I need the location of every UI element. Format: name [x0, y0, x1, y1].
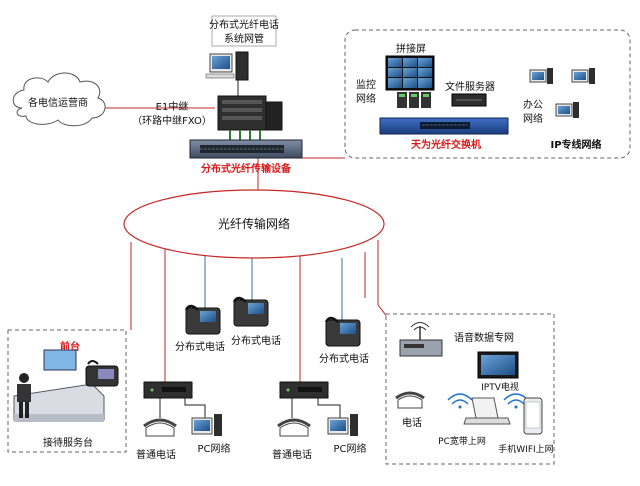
- terminal-group-1: 普通电话 PC网络: [136, 381, 231, 461]
- nms-title-box: [211, 15, 277, 47]
- office-pc-icon-2: [571, 68, 595, 84]
- pc-network-label-2: PC网络: [333, 442, 366, 455]
- reception-desk-icon: [13, 349, 105, 422]
- iptv-label: IPTV电视: [481, 381, 519, 393]
- terminal-box-icon: [279, 381, 329, 399]
- dist-phone-1-label: 分布式电话: [175, 340, 225, 353]
- dist-phone-2-label: 分布式电话: [231, 334, 281, 347]
- tv-icon: [477, 351, 519, 379]
- ordinary-phone-label-2: 普通电话: [272, 448, 312, 461]
- voice-data-title: 语音数据专网: [454, 331, 514, 344]
- fiber-switch-icon: [379, 117, 509, 135]
- pc-icon: [191, 414, 222, 436]
- reception-label: 接待服务台: [43, 436, 93, 449]
- ip-network-block: 拼接屏 监控 网络 文件服务器: [344, 29, 631, 159]
- pc-network-label-1: PC网络: [197, 442, 230, 455]
- smartphone-icon: [523, 397, 543, 435]
- video-wall-icon: [385, 55, 435, 91]
- analog-phone-icon: [143, 418, 177, 437]
- file-server-icon: [451, 93, 487, 107]
- nms-pc-icon: [205, 51, 249, 81]
- ip-phone-icon: [324, 316, 361, 347]
- video-wall-label: 拼接屏: [396, 42, 426, 55]
- pc-broadband-label: PC宽带上网: [438, 435, 486, 447]
- phone-label: 电话: [402, 416, 422, 429]
- ip-phone-icon: [232, 296, 269, 327]
- carriers-label: 各电信运营商: [28, 96, 88, 109]
- terminal-box-icon: [143, 381, 193, 399]
- office-label-line2: 网络: [523, 112, 543, 125]
- ip-network-frame: [344, 29, 631, 159]
- nms-title-line1: 分布式光纤电话: [209, 18, 279, 31]
- router-icon: [399, 322, 443, 357]
- reception-block: 前台 接待服务台: [7, 329, 127, 453]
- receptionist-icon: [17, 373, 31, 418]
- wifi-icon-1: [447, 393, 473, 409]
- analog-phone-icon: [277, 418, 311, 437]
- e1-label-line1: E1中继: [156, 100, 189, 113]
- fiber-ring-ellipse: [123, 189, 385, 259]
- chassis-icon: [217, 95, 283, 140]
- office-pc-icon-3: [555, 102, 579, 118]
- voice-data-block: 语音数据专网 IPTV电视 电话 PC宽带上网: [385, 313, 555, 465]
- fiber-ring-label: 光纤传输网络: [218, 216, 290, 231]
- office-pc-icon-1: [529, 68, 553, 84]
- analog-phone-icon: [395, 391, 425, 409]
- fiber-switch-label: 天为光纤交换机: [411, 138, 481, 151]
- dist-phone-1: 分布式电话: [175, 304, 225, 353]
- wifi-label: 手机WIFI上网: [498, 443, 553, 455]
- rack-switch-icon: [189, 139, 303, 159]
- dist-phone-3: 分布式电话: [319, 316, 369, 365]
- file-server-label: 文件服务器: [445, 80, 495, 93]
- ordinary-phone-label-1: 普通电话: [136, 448, 176, 461]
- monitor-racks-icon: [397, 92, 431, 108]
- carriers-cloud: 各电信运营商: [12, 72, 106, 127]
- ip-phone-icon: [184, 304, 221, 335]
- desk-phone-icon: [85, 360, 119, 387]
- otn-device-label: 分布式光纤传输设备: [201, 162, 292, 175]
- office-label-line1: 办公: [523, 98, 543, 111]
- pc-icon: [327, 414, 358, 436]
- e1-label-line2: （环路中继FXO）: [132, 114, 212, 127]
- laptop-icon: [463, 397, 511, 425]
- monitor-label-line1: 监控: [356, 78, 376, 91]
- otn-device: 分布式光纤传输设备: [189, 95, 303, 175]
- nms-title-line2: 系统网管: [224, 32, 264, 45]
- dist-phone-3-label: 分布式电话: [319, 352, 369, 365]
- terminal-group-2: 普通电话 PC网络: [272, 381, 367, 461]
- monitor-label-line2: 网络: [356, 92, 376, 105]
- cloud-icon: [12, 72, 106, 127]
- voice-data-frame: [385, 313, 555, 465]
- fiber-ring: 光纤传输网络: [123, 189, 385, 259]
- ip-network-label: IP专线网络: [550, 138, 601, 151]
- dist-phone-2: 分布式电话: [231, 296, 281, 347]
- nms-block: 分布式光纤电话 系统网管: [205, 15, 279, 81]
